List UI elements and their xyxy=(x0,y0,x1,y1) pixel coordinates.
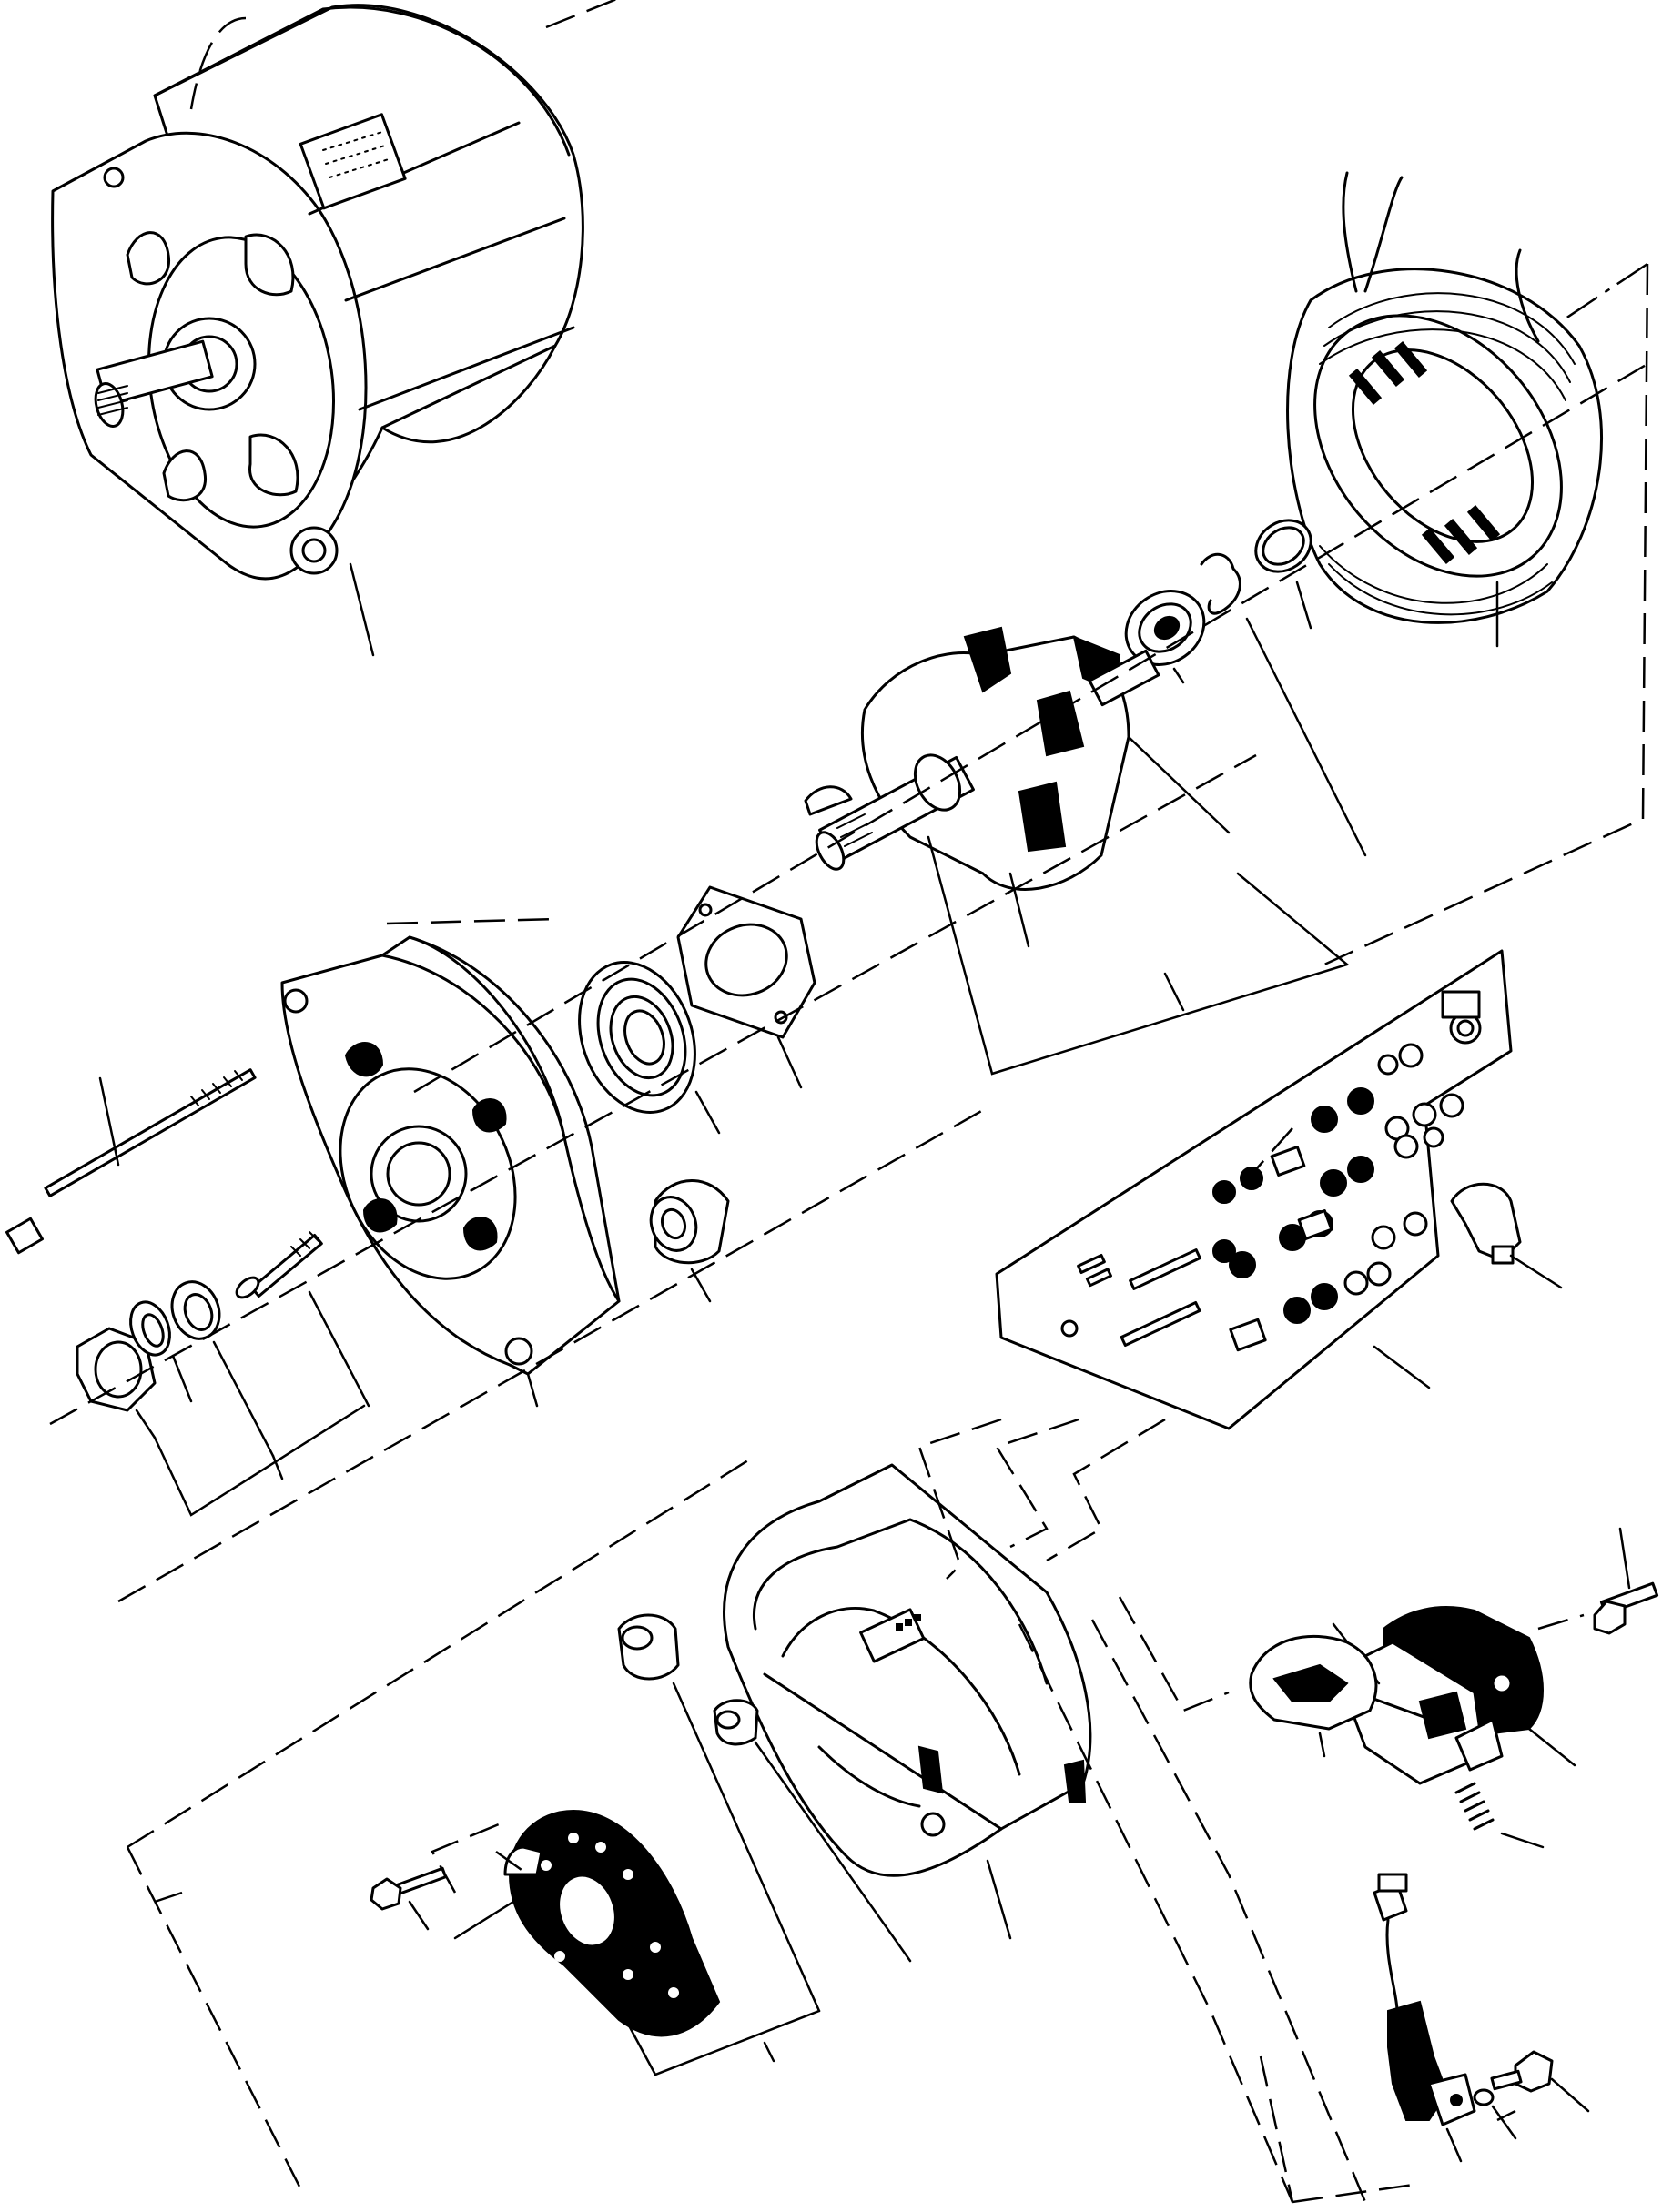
rectifier-bridge xyxy=(453,1809,821,2076)
insulator-sleeve xyxy=(713,1699,912,1963)
alternator-assembly xyxy=(51,4,584,657)
regulator-screw xyxy=(1593,1527,1659,1635)
bearing-retainer-clip xyxy=(1200,552,1367,857)
stator xyxy=(1286,171,1603,648)
bearing-cover-plate xyxy=(676,885,816,1089)
drive-end-hardware-bracket xyxy=(153,1404,366,1517)
spacer-washer xyxy=(170,1280,275,1458)
kit-parts xyxy=(1060,990,1482,1352)
drive-end-housing xyxy=(280,935,621,1408)
screw xyxy=(235,1231,370,1408)
rectifier-screw xyxy=(370,1866,448,1931)
brush-holder-plate xyxy=(1249,1635,1378,1758)
capacitor-screw xyxy=(1490,2050,1590,2113)
pulley-nut xyxy=(76,1327,157,1439)
brush-spring xyxy=(1454,1782,1545,1849)
insulator-bushing xyxy=(617,1613,821,2013)
terminal-boot xyxy=(1450,1182,1563,1289)
rotor xyxy=(815,626,1350,1076)
bushing xyxy=(649,1179,730,1303)
rear-bearing xyxy=(1124,590,1206,684)
slip-ring-end-housing xyxy=(723,1463,1092,1940)
through-bolt xyxy=(5,1068,257,1255)
woodruff-key xyxy=(804,785,853,816)
capacitor-washer xyxy=(1473,2088,1517,2140)
o-ring xyxy=(1254,519,1312,630)
suppression-capacitor xyxy=(1373,1873,1476,2163)
terminal-hardware-kit xyxy=(995,949,1513,1430)
front-bearing xyxy=(578,961,721,1135)
brush-holder-regulator xyxy=(1318,1606,1576,1785)
drive-end-hardware-bracket-tail xyxy=(271,1454,284,1480)
assembly-reference-lines xyxy=(49,0,1649,2204)
lock-washer xyxy=(129,1300,193,1403)
